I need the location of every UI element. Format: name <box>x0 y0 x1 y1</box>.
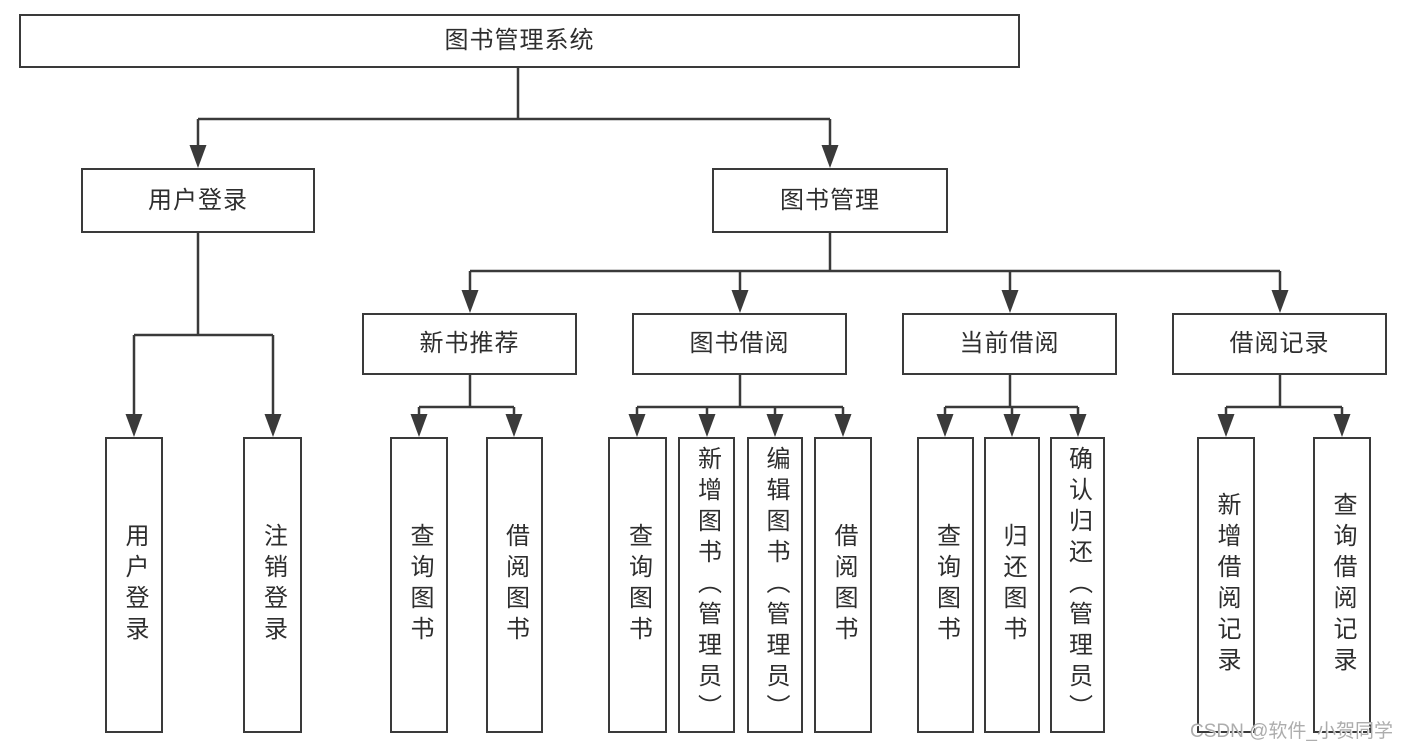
node-book-borrow: 图书借阅 <box>632 313 847 375</box>
node-leaf-query-books-current: 查询图书 <box>917 437 974 733</box>
node-label: 借阅记录 <box>1229 330 1330 357</box>
node-current-borrow: 当前借阅 <box>902 313 1117 375</box>
node-leaf-query-books-recommend: 查询图书 <box>390 437 448 733</box>
node-leaf-borrow-books-recommend: 借阅图书 <box>486 437 543 733</box>
node-label: 查询图书 <box>624 523 652 647</box>
node-label: 查询借阅记录 <box>1329 492 1356 678</box>
node-label: 新增借阅记录 <box>1213 492 1240 678</box>
node-label: 新书推荐 <box>419 330 520 357</box>
node-label: 图书管理 <box>780 186 880 214</box>
node-leaf-query-books-borrow: 查询图书 <box>608 437 667 733</box>
node-label: 图书管理系统 <box>444 27 595 54</box>
node-label: 查询图书 <box>406 523 433 647</box>
tree-edges <box>132 67 1344 430</box>
node-label: 借阅图书 <box>501 523 529 647</box>
node-leaf-query-borrow-record: 查询借阅记录 <box>1313 437 1371 733</box>
node-leaf-user-login: 用户登录 <box>105 437 163 733</box>
node-new-book-recommend: 新书推荐 <box>362 313 577 375</box>
node-label: 新增图书（管理员） <box>693 445 721 725</box>
node-leaf-add-books-admin: 新增图书（管理员） <box>678 437 735 733</box>
node-user-login: 用户登录 <box>81 168 315 233</box>
node-label: 图书借阅 <box>689 330 790 357</box>
node-label: 当前借阅 <box>959 330 1060 357</box>
node-root-library-system: 图书管理系统 <box>19 14 1020 68</box>
node-label: 查询图书 <box>932 523 960 647</box>
arrowheads <box>125 145 1351 437</box>
node-label: 用户登录 <box>148 186 248 214</box>
node-leaf-add-borrow-record: 新增借阅记录 <box>1197 437 1255 733</box>
node-label: 借阅图书 <box>830 523 857 647</box>
csdn-watermark: CSDN @软件_小贺同学 <box>1190 721 1393 742</box>
node-label: 归还图书 <box>999 523 1026 647</box>
node-book-management: 图书管理 <box>712 168 948 233</box>
node-leaf-confirm-return-admin: 确认归还（管理员） <box>1050 437 1105 733</box>
node-label: 确认归还（管理员） <box>1064 445 1092 725</box>
node-leaf-return-books: 归还图书 <box>984 437 1040 733</box>
node-label: 用户登录 <box>121 523 148 647</box>
node-leaf-edit-books-admin: 编辑图书（管理员） <box>747 437 803 733</box>
node-borrow-records: 借阅记录 <box>1172 313 1387 375</box>
node-leaf-logout: 注销登录 <box>243 437 302 733</box>
node-leaf-borrow-books: 借阅图书 <box>814 437 872 733</box>
node-label: 注销登录 <box>259 523 287 647</box>
node-label: 编辑图书（管理员） <box>762 445 789 725</box>
